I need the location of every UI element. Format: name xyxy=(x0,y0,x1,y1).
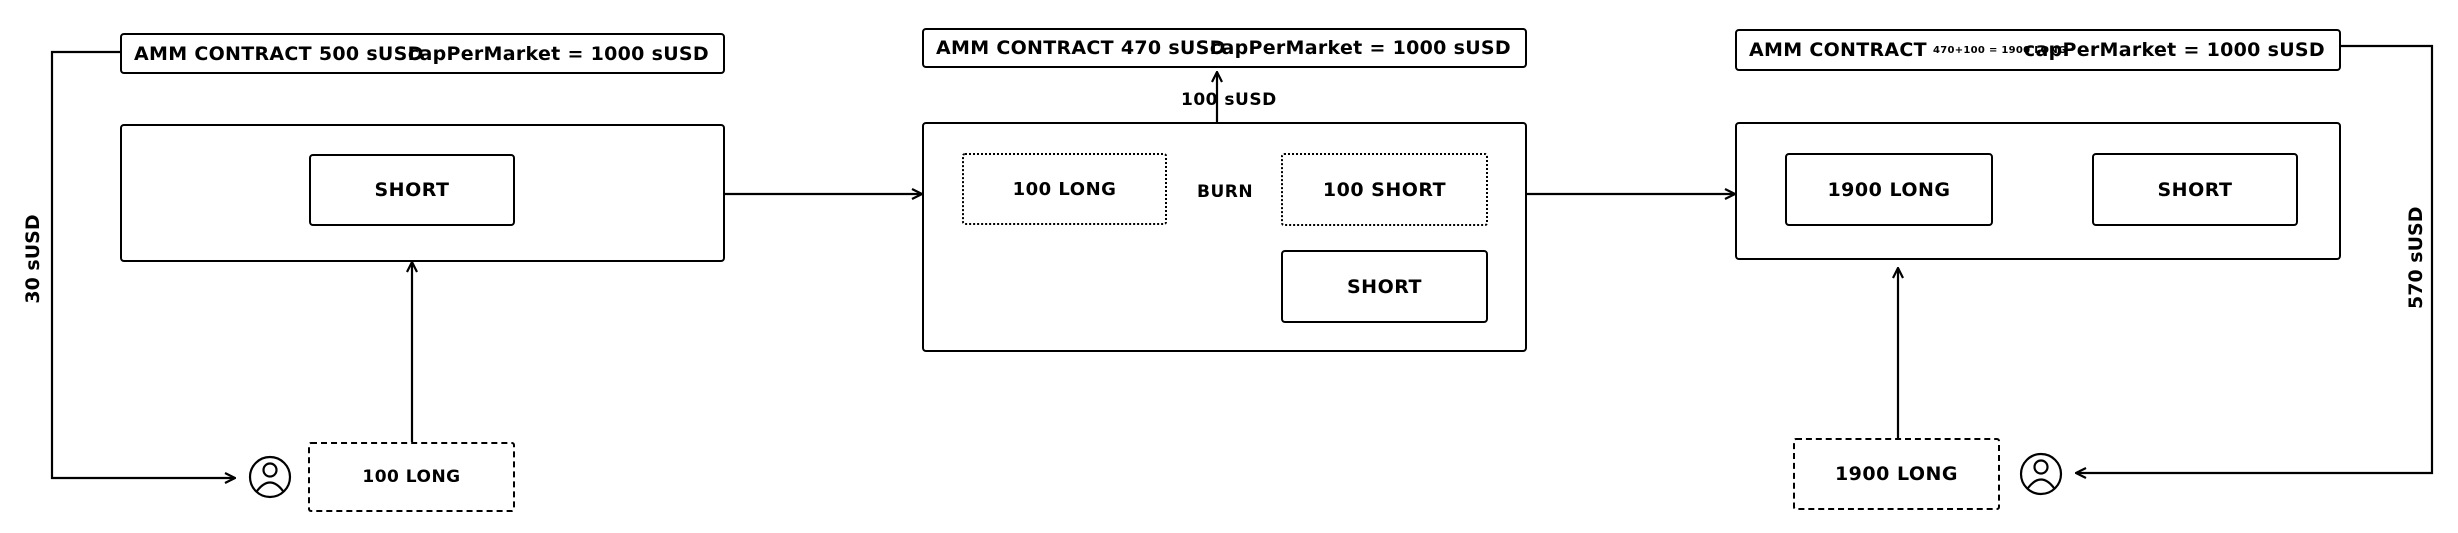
short-box-stage1: SHORT xyxy=(309,154,515,226)
short-box-stage3: SHORT xyxy=(2092,153,2298,226)
1900-long-label-stage3: 1900 LONG xyxy=(1827,178,1951,201)
user-icon-right xyxy=(2019,452,2063,496)
payout-loop-right xyxy=(2076,44,2434,473)
short-label-stage2: SHORT xyxy=(1347,275,1422,298)
amm-cap-3: capPerMarket = 1000 sUSD xyxy=(2023,39,2325,61)
100-short-box-stage2: 100 SHORT xyxy=(1281,153,1488,226)
amm-contract-header-2: AMM CONTRACT 470 sUSD capPerMarket = 100… xyxy=(922,28,1527,68)
1900-long-box-stage3: 1900 LONG xyxy=(1785,153,1993,226)
user-long-label-stage3: 1900 LONG xyxy=(1834,463,1959,485)
long-box-stage2: 100 LONG xyxy=(962,153,1167,225)
payment-label: 30 sUSD xyxy=(22,214,44,304)
payout-label: 570 sUSD xyxy=(2405,206,2427,309)
user-long-box-stage1: 100 LONG xyxy=(308,442,515,512)
amm-small-note-3: 470+100 = 1900 LONG xyxy=(1932,44,2067,56)
burn-label: BURN xyxy=(1197,182,1254,202)
user-long-box-stage3: 1900 LONG xyxy=(1793,438,2000,510)
100-short-label-stage2: 100 SHORT xyxy=(1322,178,1447,201)
short-box-stage2: SHORT xyxy=(1281,250,1488,323)
amm-contract-header-1: AMM CONTRACT 500 sUSD capPerMarket = 100… xyxy=(120,33,725,74)
user-icon-left xyxy=(248,455,292,499)
user-long-label-stage1: 100 LONG xyxy=(362,467,461,487)
payment-loop-left xyxy=(50,50,235,478)
long-label-stage2: 100 LONG xyxy=(1012,178,1117,200)
amm-title-3: AMM CONTRACT xyxy=(1749,39,1927,61)
amm-contract-header-3: AMM CONTRACT 470+100 = 1900 LONG capPerM… xyxy=(1735,29,2341,71)
amm-title-2: AMM CONTRACT 470 sUSD xyxy=(936,37,1226,59)
amm-cap-2: capPerMarket = 1000 sUSD xyxy=(1209,37,1511,59)
short-label-stage3: SHORT xyxy=(2157,178,2233,201)
amm-title-1: AMM CONTRACT 500 sUSD xyxy=(134,42,424,65)
short-label-stage1: SHORT xyxy=(374,179,450,201)
released-susd-label: 100 sUSD xyxy=(1181,90,1277,110)
amm-cap-1: capPerMarket = 1000 sUSD xyxy=(407,42,709,65)
